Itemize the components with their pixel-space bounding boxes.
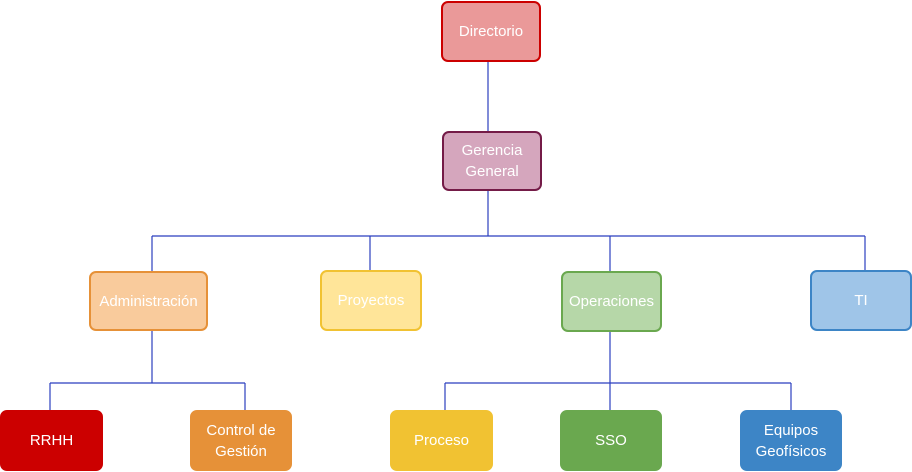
node-rrhh: RRHH bbox=[0, 410, 103, 471]
node-proyectos: Proyectos bbox=[320, 270, 422, 331]
node-gerencia-general: Gerencia General bbox=[442, 131, 542, 191]
node-operaciones: Operaciones bbox=[561, 271, 662, 332]
node-equipos-geofisicos: Equipos Geofísicos bbox=[740, 410, 842, 471]
node-proceso: Proceso bbox=[390, 410, 493, 471]
node-directorio: Directorio bbox=[441, 1, 541, 62]
node-administracion: Administración bbox=[89, 271, 208, 331]
node-ti: TI bbox=[810, 270, 912, 331]
node-control-de-gestion: Control de Gestión bbox=[190, 410, 292, 471]
node-sso: SSO bbox=[560, 410, 662, 471]
